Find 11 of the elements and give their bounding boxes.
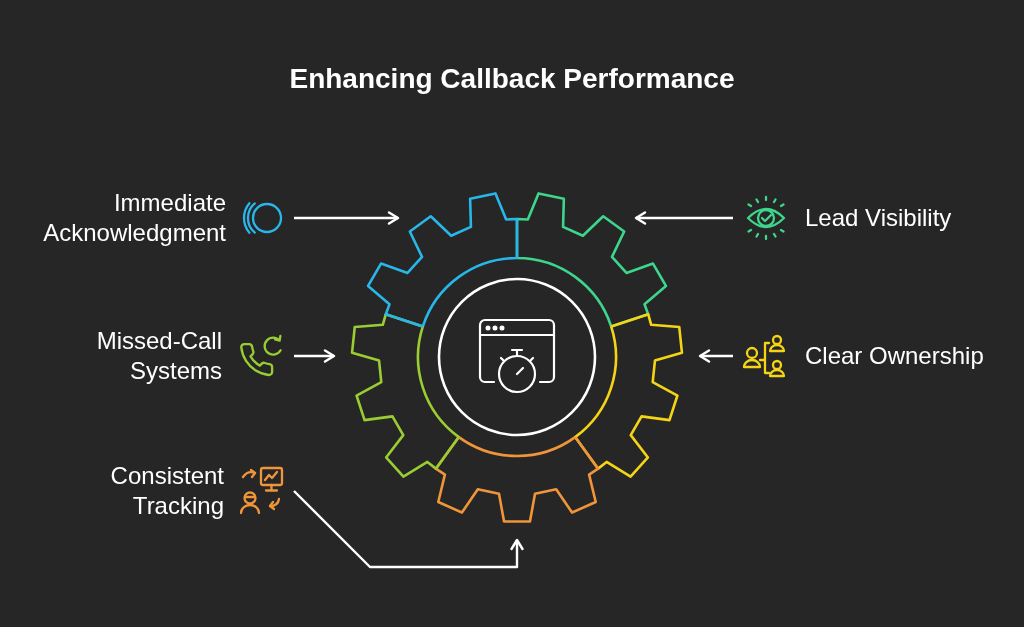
factor-label: Missed-Call Systems — [95, 326, 222, 386]
factor-label: Immediate Acknowledgment — [42, 188, 226, 248]
arrow — [294, 211, 400, 225]
title: Enhancing Callback Performance — [289, 62, 735, 96]
factor-label: Lead Visibility — [805, 203, 952, 233]
factor-label: Consistent Tracking — [109, 461, 224, 521]
arrow — [634, 211, 733, 225]
arrow — [294, 349, 336, 363]
arrow — [293, 490, 524, 569]
arrow — [698, 349, 733, 363]
factor-label: Clear Ownership — [805, 341, 984, 371]
